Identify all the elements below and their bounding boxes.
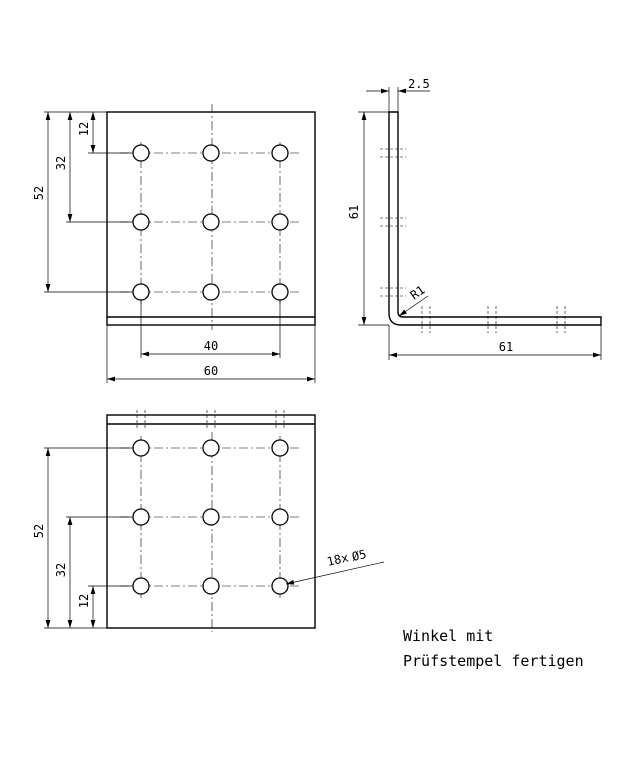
hole bbox=[132, 439, 150, 457]
hole bbox=[132, 283, 150, 301]
top-plate-outline bbox=[106, 111, 316, 326]
dim-label-12-bottom: 12 bbox=[77, 594, 91, 608]
dim-label-32: 32 bbox=[54, 156, 68, 170]
dim-label-40: 40 bbox=[204, 339, 218, 353]
note-line-2: Prüfstempel fertigen bbox=[403, 652, 584, 670]
hole bbox=[202, 439, 220, 457]
dim-label-height: 61 bbox=[347, 205, 361, 219]
dim-label-length: 61 bbox=[499, 340, 513, 354]
hole-diameter-label: Ø5 bbox=[351, 547, 368, 564]
hole bbox=[271, 439, 289, 457]
bottom-view: 52 32 12 18x Ø5 bbox=[32, 410, 385, 632]
hole bbox=[132, 508, 150, 526]
hole bbox=[132, 213, 150, 231]
dim-label-52: 52 bbox=[32, 186, 46, 200]
dim-label-thickness: 2.5 bbox=[408, 77, 430, 91]
hole bbox=[271, 283, 289, 301]
hole bbox=[271, 577, 289, 595]
dim-label-12: 12 bbox=[77, 122, 91, 136]
dim-label-52-bottom: 52 bbox=[32, 524, 46, 538]
dim-label-32-bottom: 32 bbox=[54, 563, 68, 577]
hole bbox=[202, 144, 220, 162]
note-line-1: Winkel mit bbox=[403, 627, 493, 645]
hole bbox=[202, 577, 220, 595]
bottom-plate-outline bbox=[106, 414, 316, 629]
hole bbox=[202, 213, 220, 231]
hole bbox=[202, 508, 220, 526]
hole-callout-leader bbox=[285, 561, 385, 585]
hole bbox=[271, 508, 289, 526]
top-view: 12 32 52 40 60 bbox=[32, 104, 316, 383]
angle-profile bbox=[388, 111, 602, 326]
hole bbox=[132, 144, 150, 162]
hole bbox=[271, 144, 289, 162]
hole-count-label: 18x bbox=[326, 550, 350, 569]
dim-label-radius: R1 bbox=[408, 283, 428, 303]
side-view: 2.5 61 R1 61 bbox=[347, 77, 602, 360]
hole bbox=[132, 577, 150, 595]
hole bbox=[271, 213, 289, 231]
hole bbox=[202, 283, 220, 301]
dim-label-60: 60 bbox=[204, 364, 218, 378]
